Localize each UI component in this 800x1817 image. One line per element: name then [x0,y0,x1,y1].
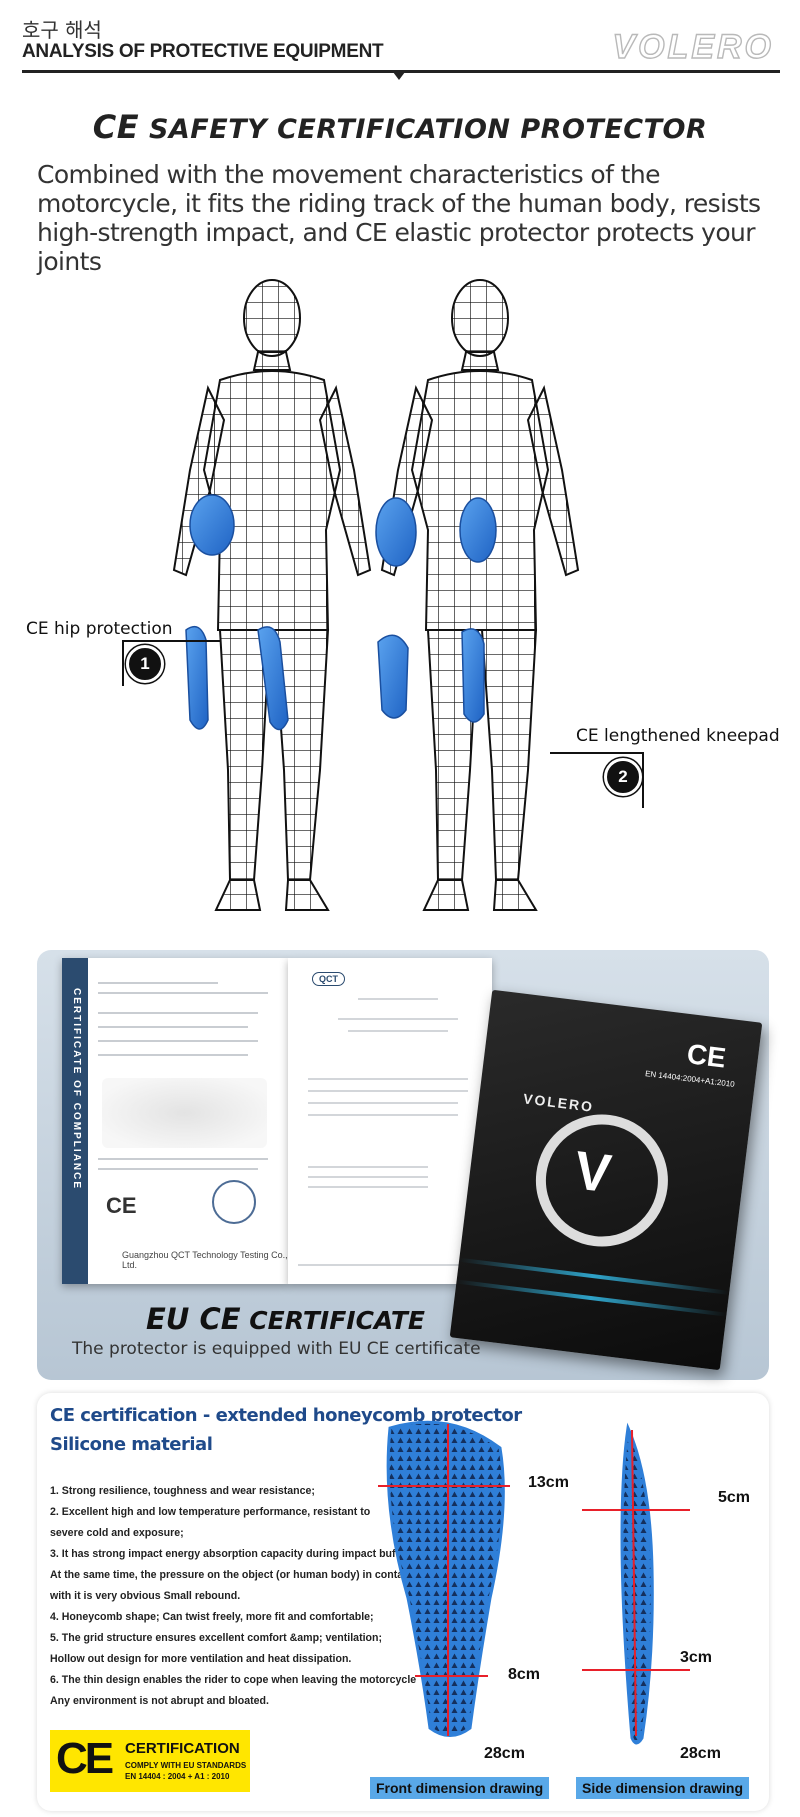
body-figure-illustration [172,279,580,911]
kneepad-label: CE lengthened kneepad [576,726,780,746]
title-ce: CE [92,108,140,146]
title-rest: SAFETY CERTIFICATION PROTECTOR [148,114,708,145]
certificate-company: Guangzhou QCT Technology Testing Co., Lt… [122,1250,288,1270]
side-length-label: 28cm [680,1745,721,1762]
eu-ce-certificate-title: EU CE CERTIFICATE [146,1302,425,1336]
feature-line: 2. Excellent high and low temperature pe… [50,1506,371,1518]
badge-line-1: CERTIFICATION [125,1740,240,1757]
section-title: CE SAFETY CERTIFICATION PROTECTOR [0,108,800,146]
front-view-figure [380,279,580,911]
feature-line: 4. Honeycomb shape; Can twist freely, mo… [50,1611,374,1623]
volero-emblem-icon: V [528,1106,676,1255]
test-report-page: QCT [288,958,492,1284]
feature-line: At the same time, the pressure on the ob… [50,1569,413,1581]
badge-ce-mark: CE [56,1734,114,1783]
hip-callout-line [122,640,220,642]
badge-line-3: EN 14404 : 2004 + A1 : 2010 [125,1772,230,1781]
hip-callout-leader [122,640,124,686]
honeycomb-title: CE certification - extended honeycomb pr… [50,1405,522,1426]
ce-certification-badge: CE CERTIFICATION COMPLY WITH EU STANDARD… [50,1730,250,1792]
certificate-band-text: CERTIFICATE OF COMPLIANCE [71,988,82,1191]
knee-callout-leader [642,752,644,808]
protector-dimension-drawings [378,1420,690,1745]
side-thickness-bottom-label: 3cm [680,1649,713,1666]
front-dimension-caption: Front dimension drawing [370,1777,550,1799]
ce-certificate-booklet: CE EN 14404:2004+A1:2010 VOLERO V [449,989,763,1371]
knee-number-badge: 2 [604,758,642,796]
feature-line: with it is very obvious Small rebound. [50,1590,241,1602]
eu-ce-certificate-subtitle: The protector is equipped with EU CE cer… [72,1339,481,1359]
certificate-band [62,958,88,1284]
feature-line: 3. It has strong impact energy absorptio… [50,1548,428,1560]
feature-line: 1. Strong resilience, toughness and wear… [50,1485,315,1497]
feature-line: 6. The thin design enables the rider to … [50,1674,417,1686]
front-view-pads [375,497,497,723]
front-width-bottom-label: 8cm [508,1666,541,1683]
feature-line: Any environment is not abrupt and bloate… [50,1695,269,1707]
badge-line-2: COMPLY WITH EU STANDARDS [125,1761,247,1770]
intro-description: Combined with the movement characteristi… [37,160,761,276]
world-map-watermark [102,1078,267,1148]
front-width-top-label: 13cm [528,1474,569,1491]
feature-line: severe cold and exposure; [50,1527,184,1539]
feature-list: 1. Strong resilience, toughness and wear… [50,1481,430,1712]
brand-logo: VOLERO [612,27,774,66]
honeycomb-subtitle: Silicone material [50,1434,213,1455]
certificate-seal-icon [212,1180,256,1224]
qct-logo: QCT [312,972,345,986]
header-divider [22,70,780,73]
hip-protection-label: CE hip protection [26,619,173,639]
knee-callout-line [550,752,642,754]
eu-certificate-title-part: CERTIFICATE [249,1306,426,1335]
booklet-ce-mark: CE [685,1038,728,1074]
certificate-ce-mark: CE [106,1193,137,1218]
eu-ce-title-part: EU CE [146,1302,241,1336]
back-view-pads [185,494,289,731]
side-thickness-top-label: 5cm [718,1489,751,1506]
header-pointer-icon [393,72,405,80]
front-protector-shape [386,1420,505,1737]
side-protector-shape [620,1422,654,1745]
feature-line: 5. The grid structure ensures excellent … [50,1632,383,1644]
header-korean-title: 호구 해석 [22,18,102,42]
back-view-figure [172,279,372,911]
feature-line: Hollow out design for more ventilation a… [50,1653,352,1665]
front-length-label: 28cm [484,1745,525,1762]
hip-number-badge: 1 [126,645,164,683]
side-dimension-caption: Side dimension drawing [576,1777,750,1799]
compliance-certificate-page: CERTIFICATE OF COMPLIANCE CE Guangzhou Q… [62,958,288,1284]
booklet-brand: VOLERO [522,1090,595,1115]
header-english-title: ANALYSIS OF PROTECTIVE EQUIPMENT [22,41,384,62]
